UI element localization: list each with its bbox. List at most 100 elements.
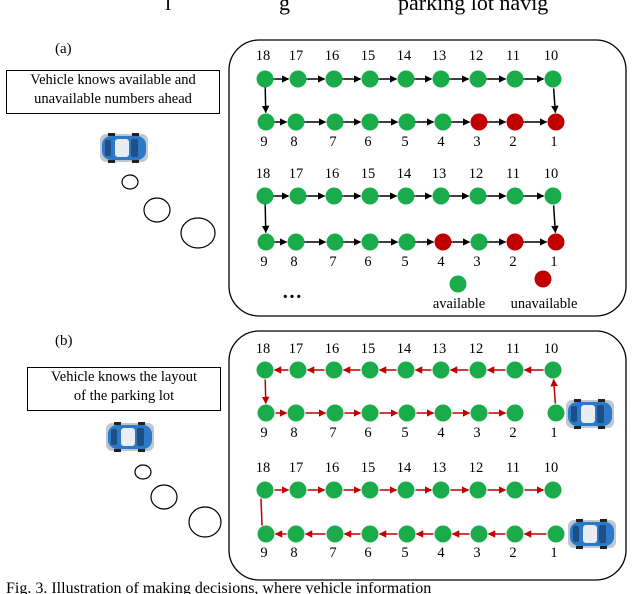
parking-spot [397,481,415,499]
direction-arrow [261,379,270,405]
parking-spot [361,187,379,205]
spot-number-label: 14 [397,48,412,64]
spot-number-label: 11 [506,48,520,64]
spot-number-label: 8 [290,134,297,150]
spot-number-label: 7 [329,254,336,270]
spot-number-label: 5 [401,254,408,270]
parking-spot [469,481,487,499]
parking-spot [397,70,415,88]
parking-spot-unavailable [506,113,524,131]
header-fragment-right: parking lot navig [398,0,549,15]
parking-spot-unavailable [547,113,565,131]
legend-available-marker [449,275,467,293]
car-icon [566,399,614,429]
parking-spot [506,187,524,205]
spot-number-label: 16 [325,166,340,182]
parking-spot [547,525,565,543]
parking-spot [287,113,305,131]
parking-spot [506,481,524,499]
car-icon [100,133,148,163]
spot-number-label: 15 [361,460,376,476]
spot-number-label: 1 [550,545,557,561]
spot-number-label: 4 [437,425,445,441]
parking-spot [361,525,379,543]
direction-arrow [551,88,559,114]
parking-spot [257,233,275,251]
spot-number-label: 13 [432,460,447,476]
footer-fragment: Fig. 3. Illustration of making decisions… [0,580,640,594]
spot-number-label: 6 [364,545,371,561]
parking-spot [325,70,343,88]
panel-a-callout-line2: unavailable numbers ahead [34,91,192,107]
spot-number-label: 13 [432,341,447,357]
parking-spot [506,525,524,543]
spot-number-label: 14 [397,341,412,357]
spot-number-label: 8 [290,425,297,441]
parking-spot [544,481,562,499]
parking-spot [326,113,344,131]
parking-spot [432,361,450,379]
thought-bubble-medium [143,197,171,223]
spot-number-label: 18 [256,341,271,357]
bidirectional-arrow [261,198,270,234]
spot-number-label: 9 [260,254,267,270]
direction-arrow [551,205,559,234]
parking-spot [470,525,488,543]
spot-number-label: 18 [256,460,271,476]
direction-arrow [550,378,558,404]
parking-spot [469,361,487,379]
spot-number-label: 4 [437,254,445,270]
panel-b-label: (b) [55,333,73,349]
parking-spot [398,113,416,131]
parking-spot [289,481,307,499]
panel-b-frame [228,330,627,581]
parking-spot [398,525,416,543]
parking-spot [506,404,524,422]
spot-number-label: 7 [329,134,336,150]
spot-number-label: 7 [329,545,336,561]
parking-spot [434,113,452,131]
parking-spot [544,187,562,205]
parking-spot [361,70,379,88]
spot-number-label: 13 [432,48,447,64]
spot-number-label: 3 [473,134,480,150]
thought-bubble-large [188,506,222,538]
spot-number-label: 12 [469,341,484,357]
spot-number-label: 6 [364,134,371,150]
spot-number-label: 6 [364,254,371,270]
spot-number-label: 15 [361,341,376,357]
spot-number-label: 1 [550,254,557,270]
header-fragment-middle: g [279,0,290,15]
legend-unavailable-label: unavailable [511,296,578,312]
spot-number-label: 5 [401,425,408,441]
spot-number-label: 4 [437,134,445,150]
spot-number-label: 18 [256,48,271,64]
spot-number-label: 10 [544,341,559,357]
panel-a-frame [228,39,627,317]
car-icon [568,519,616,549]
spot-number-label: 3 [473,425,480,441]
spot-number-label: 17 [289,341,304,357]
panel-a-callout-line1: Vehicle knows available and [30,72,196,88]
parking-spot [397,361,415,379]
spot-number-label: 17 [289,48,304,64]
panel-b-callout-line2: of the parking lot [73,388,175,404]
spot-number-label: 17 [289,166,304,182]
spot-number-label: 9 [260,134,267,150]
parking-spot [470,404,488,422]
spot-number-label: 2 [509,425,516,441]
parking-spot [398,233,416,251]
spot-number-label: 14 [397,166,412,182]
panel-a-label: (a) [55,41,72,57]
parking-spot [326,233,344,251]
spot-number-label: 8 [290,545,297,561]
parking-spot [256,187,274,205]
parking-spot [361,233,379,251]
spot-number-label: 11 [506,341,520,357]
thought-bubble-small [134,464,152,480]
spot-number-label: 9 [260,545,267,561]
parking-spot [432,70,450,88]
spot-number-label: 5 [401,545,408,561]
